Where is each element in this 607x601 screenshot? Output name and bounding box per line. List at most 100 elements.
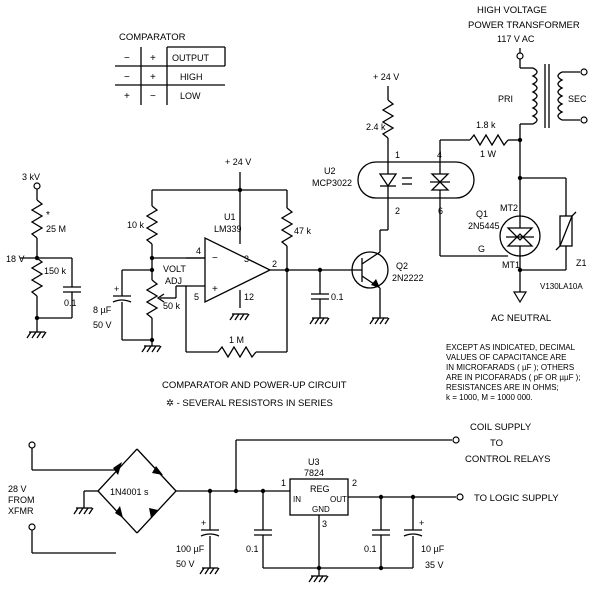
notes-block: EXCEPT AS INDICATED, DECIMAL VALUES OF C…: [162, 343, 581, 409]
reg-label: REG: [310, 484, 330, 494]
q1-name: Q1: [476, 209, 488, 219]
reg-in-label: IN: [293, 495, 301, 504]
power-transformer: HIGH VOLTAGE POWER TRANSFORMER 117 V AC …: [468, 5, 588, 140]
volt-adjust-network: + 8 µF 50 V VOLT ADJ 50 k 10 k: [93, 190, 205, 353]
q1-part: 2N5445: [468, 221, 500, 231]
coil-supply-3: CONTROL RELAYS: [465, 454, 551, 465]
hv-input-label: 3 kV: [22, 172, 40, 182]
table-header-minus: −: [124, 53, 130, 64]
psu-in-1: 28 V: [8, 484, 27, 494]
gate-label: G: [478, 244, 485, 254]
triac-q1: 1.8 k 1 W Q1 2N5445 MT2 MT1 G Z1 V130LA1…: [439, 120, 587, 324]
r-10k-label: 10 k: [127, 220, 145, 230]
volt-adj-label-2: ADJ: [165, 276, 182, 286]
logic-supply-label: TO LOGIC SUPPLY: [474, 493, 559, 504]
r-1m-label: 1 M: [229, 335, 244, 345]
u2-part: MCP3022: [312, 178, 352, 188]
hv-mid-label: 18 V: [6, 254, 25, 264]
u2-pin1: 1: [395, 150, 400, 160]
u1-pin3: 3: [244, 254, 249, 264]
comparator-truth-table: COMPARATOR − + OUTPUT − + HIGH + − LOW: [115, 32, 226, 105]
psu-in-2: FROM: [8, 495, 35, 505]
bridge-label: 1N4001 s: [110, 487, 149, 497]
note-line: k = 1000, M = 1000 000.: [446, 393, 533, 402]
r-150k-label: 150 k: [44, 266, 67, 276]
transformer-title-1: HIGH VOLTAGE: [477, 5, 547, 16]
note-line: RESISTANCES ARE IN OHMS;: [446, 383, 559, 392]
v24-label-b: + 24 V: [373, 72, 399, 82]
table-cell: HIGH: [180, 72, 203, 82]
c-01b-label: 0.1: [331, 292, 344, 302]
u1-name: U1: [224, 212, 236, 222]
u2-name: U2: [324, 166, 336, 176]
base-capacitor: 0.1: [309, 267, 344, 325]
asterisk-legend: ✲ - SEVERAL RESISTORS IN SERIES: [166, 398, 333, 409]
plus-100uf: +: [201, 518, 206, 528]
c-100uf-label: 100 µF: [176, 544, 205, 554]
u1-part: LM339: [214, 224, 242, 234]
note-line: EXCEPT AS INDICATED, DECIMAL: [446, 343, 576, 352]
c-10uf-label: 10 µF: [421, 544, 445, 554]
c-8uf-label: 8 µF: [93, 305, 112, 315]
table-cell: −: [124, 72, 130, 83]
r-47k-label: 47 k: [294, 226, 312, 236]
note-line: ARE IN PICOFARADS ( pF OR µµF );: [446, 373, 581, 382]
table-header-output: OUTPUT: [172, 53, 210, 63]
coil-supply-2: TO: [490, 438, 503, 449]
u1-pin2: 2: [272, 259, 277, 269]
power-supply: 28 V FROM XFMR 1N4001 s +: [8, 422, 559, 583]
optocoupler-u2: + 24 V 1 2 4 6 2.4 k U2 MCP30: [312, 72, 475, 231]
coil-supply-1: COIL SUPPLY: [470, 422, 532, 433]
table-cell: LOW: [180, 91, 201, 101]
r-24k-label: 2.4 k: [366, 122, 386, 132]
table-header-plus: +: [150, 53, 156, 64]
transformer-voltage: 117 V AC: [497, 34, 535, 44]
caption: COMPARATOR AND POWER-UP CIRCUIT: [162, 380, 347, 391]
note-line: VALUES OF CAPACITANCE ARE: [446, 353, 566, 362]
mt2-label: MT2: [500, 203, 518, 213]
asterisk-label: *: [46, 210, 50, 221]
reg-pin3: 3: [322, 519, 327, 529]
u3-part: 7824: [304, 468, 324, 478]
r-18k-label: 1.8 k: [476, 120, 496, 130]
u3-name: U3: [308, 457, 320, 467]
u1-pin5: 5: [194, 292, 199, 302]
volt-adj-label-1: VOLT: [163, 264, 186, 274]
u2-pin2: 2: [395, 206, 400, 216]
plus-8uf: +: [114, 284, 119, 294]
transformer-title-2: POWER TRANSFORMER: [468, 20, 580, 31]
table-cell: +: [124, 91, 130, 102]
z1-part: V130LA10A: [540, 282, 583, 291]
c-10uf-voltage: 35 V: [425, 560, 444, 570]
v24-label-a: + 24 V: [225, 157, 251, 167]
reg-pin1: 1: [281, 478, 286, 488]
c-01a-label: 0.1: [64, 298, 77, 308]
plus-10uf: +: [419, 518, 424, 528]
c-01c-label: 0.1: [246, 544, 259, 554]
r-18k-watt: 1 W: [480, 149, 497, 159]
table-cell: +: [150, 72, 156, 83]
mt1-label: MT1: [502, 260, 520, 270]
u1-pin12: 12: [244, 292, 254, 302]
note-line: IN MICROFARADS ( µF ); OTHERS: [446, 363, 574, 372]
r-50k-label: 50 k: [163, 301, 181, 311]
u1-pin4: 4: [196, 246, 201, 256]
c-01d-label: 0.1: [364, 544, 377, 554]
reg-gnd-label: GND: [312, 505, 330, 514]
r-25m-label: 25 M: [46, 224, 66, 234]
u1-plus: +: [212, 284, 218, 295]
table-cell: −: [150, 91, 156, 102]
hv-divider: 3 kV * 25 M 18 V 150 k 0.1: [6, 172, 81, 339]
psu-in-3: XFMR: [8, 506, 34, 516]
comparator-u1: + 24 V − + U1 LM339 4: [152, 157, 330, 359]
z1-name: Z1: [576, 258, 587, 268]
reg-pin2: 2: [352, 478, 357, 488]
u1-minus: −: [212, 253, 218, 264]
q2-part: 2N2222: [392, 273, 424, 283]
q2-name: Q2: [396, 261, 408, 271]
ac-neutral-label: AC NEUTRAL: [491, 313, 551, 324]
transistor-q2: Q2 2N2222: [330, 230, 424, 325]
reg-out-label: OUT: [330, 495, 347, 504]
transformer-sec-label: SEC: [568, 94, 587, 104]
